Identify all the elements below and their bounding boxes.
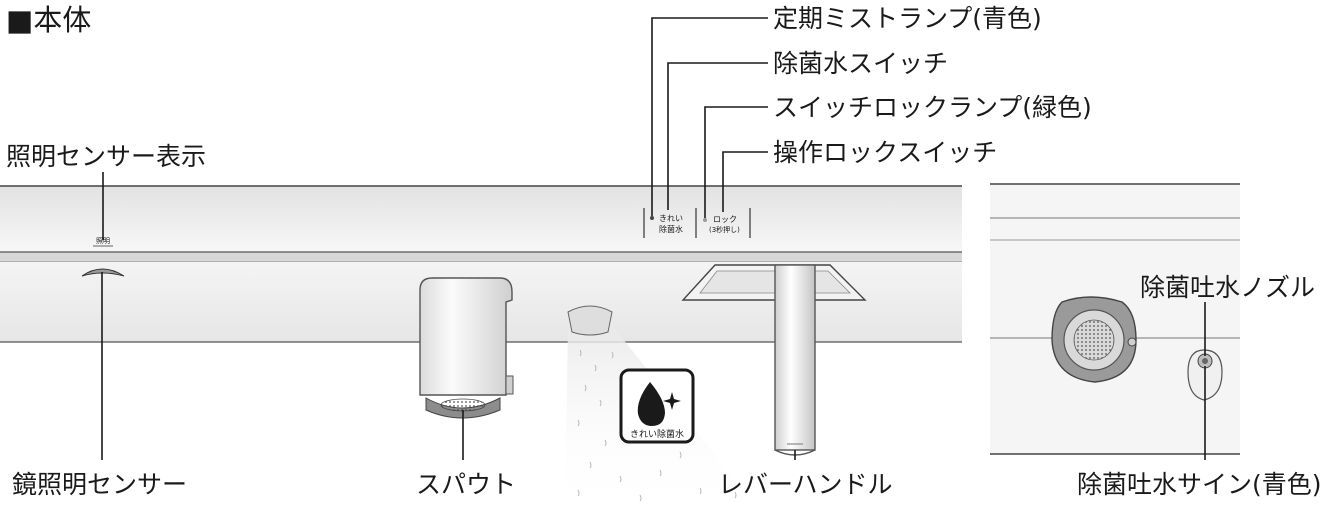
water-drop-icon [637,382,665,426]
vanity-front-view: きれい 除菌水 ロック (3秒押し) 照明 [0,185,962,512]
mist-lamp-indicator [650,216,654,220]
label-operation-lock-switch: 操作ロックスイッチ [773,138,997,167]
kirei-jokinsui-badge: きれい除菌水 [619,368,695,444]
kirei-line2: 除菌水 [659,224,683,234]
counter-top [0,186,962,252]
label-light-sensor-display: 照明センサー表示 [6,142,206,171]
sparkle-icon [663,392,681,410]
leader-lines [101,17,1206,460]
lever-handle [681,264,867,456]
lock-lamp-indicator [703,218,707,222]
mirror-light-sensor [81,268,125,277]
label-switch-lock-lamp: スイッチロックランプ(緑色) [773,93,1092,122]
spout [419,277,514,419]
badge-label: きれい除菌水 [630,428,684,440]
label-sterilizing-sign: 除菌吐水サイン(青色) [1077,470,1322,499]
label-spout: スパウト [416,470,516,499]
vanity-side-view [990,183,1240,455]
lock-line2: (3秒押し) [709,225,740,234]
section-title: ■本体 [6,3,91,37]
label-lever-handle: レバーハンドル [718,470,893,499]
kirei-line1: きれい [659,214,683,223]
label-mist-lamp: 定期ミストランプ(青色) [773,4,1042,33]
label-mirror-light-sensor: 鏡照明センサー [12,470,187,499]
lock-line1: ロック [713,215,737,224]
spout-bottom-view [1051,296,1137,383]
counter-edge [0,252,962,262]
light-sensor-mark: 照明 [96,237,110,245]
label-sterilizing-nozzle: 除菌吐水ノズル [1140,273,1315,302]
label-sterilizing-water-switch: 除菌水スイッチ [773,49,948,78]
